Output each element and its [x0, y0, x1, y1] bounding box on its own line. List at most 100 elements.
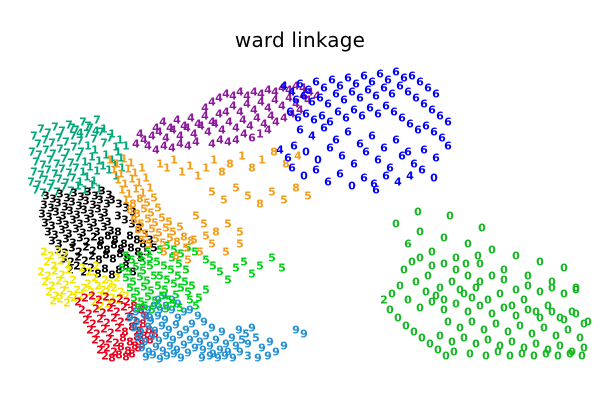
scatter-point: 6: [284, 151, 292, 165]
scatter-point: 5: [220, 193, 228, 207]
scatter-point: 4: [294, 149, 302, 163]
scatter-point: 1: [112, 169, 120, 183]
scatter-point: 5: [182, 241, 190, 255]
scatter-point: 9: [244, 337, 252, 351]
scatter-point: 5: [154, 279, 162, 293]
scatter-point: 9: [137, 325, 145, 339]
scatter-point: 3: [75, 199, 83, 213]
scatter-point: 6: [384, 73, 392, 87]
scatter-point: 2: [84, 277, 92, 291]
scatter-point: 2: [65, 263, 73, 277]
scatter-point: 2: [78, 303, 86, 317]
scatter-point: 5: [202, 253, 210, 267]
scatter-point: 7: [79, 115, 87, 129]
scatter-point: 7: [30, 129, 38, 143]
scatter-point: 0: [452, 251, 460, 265]
scatter-point: 6: [294, 111, 302, 125]
scatter-point: 9: [151, 324, 159, 338]
scatter-point: 9: [216, 343, 224, 357]
scatter-point: 9: [158, 319, 166, 333]
scatter-point: 1: [81, 183, 89, 197]
scatter-point: 3: [82, 194, 90, 208]
scatter-point: 2: [44, 269, 52, 283]
scatter-point: 3: [65, 227, 73, 241]
scatter-point: 1: [117, 151, 125, 165]
scatter-point: 9: [170, 347, 178, 361]
scatter-point: 2: [82, 240, 90, 254]
scatter-point: 3: [40, 198, 48, 212]
scatter-point: 6: [368, 129, 376, 143]
scatter-point: 5: [144, 212, 152, 226]
scatter-point: 0: [436, 329, 444, 343]
scatter-point: 2: [70, 291, 78, 305]
scatter-point: 8: [135, 324, 143, 338]
scatter-point: 6: [328, 73, 336, 87]
scatter-point: 7: [53, 157, 61, 171]
scatter-point: 5: [132, 260, 140, 274]
scatter-point: 7: [34, 178, 42, 192]
scatter-point: 1: [95, 182, 103, 196]
scatter-point: 2: [100, 322, 108, 336]
scatter-point: 2: [127, 304, 135, 318]
scatter-point: 5: [190, 233, 198, 247]
scatter-point: 5: [256, 259, 264, 273]
scatter-point: 2: [87, 285, 95, 299]
scatter-point: 2: [120, 300, 128, 314]
scatter-point: 3: [62, 232, 70, 246]
scatter-point: 5: [166, 231, 174, 245]
scatter-point: 3: [122, 201, 130, 215]
scatter-point: 6: [444, 139, 452, 153]
scatter-point: 8: [173, 235, 181, 249]
scatter-point: 6: [428, 103, 436, 117]
scatter-point: 1: [95, 154, 103, 168]
scatter-point: 4: [288, 85, 296, 99]
scatter-point: 4: [173, 113, 181, 127]
scatter-point: 2: [85, 307, 93, 321]
scatter-point: 3: [61, 200, 69, 214]
scatter-point: 3: [129, 205, 137, 219]
scatter-point: 5: [156, 269, 164, 283]
scatter-point: 4: [194, 117, 202, 131]
scatter-point: 4: [257, 87, 265, 101]
scatter-point: 9: [186, 333, 194, 347]
scatter-point: 0: [426, 337, 434, 351]
scatter-point: 7: [86, 121, 94, 135]
scatter-point: 3: [69, 213, 77, 227]
scatter-point: 0: [442, 349, 450, 363]
scatter-point: 6: [398, 111, 406, 125]
scatter-point: 0: [348, 179, 356, 193]
scatter-point: 5: [216, 265, 224, 279]
scatter-point: 5: [148, 303, 156, 317]
scatter-point: 0: [428, 245, 436, 259]
scatter-point: 6: [344, 71, 352, 85]
scatter-point: 0: [532, 305, 540, 319]
scatter-point: 1: [84, 139, 92, 153]
scatter-point: 0: [440, 293, 448, 307]
scatter-point: 4: [243, 89, 251, 103]
scatter-point: 9: [161, 313, 169, 327]
scatter-point: 3: [76, 231, 84, 245]
scatter-point: 3: [108, 193, 116, 207]
scatter-point: 1: [138, 161, 146, 175]
scatter-point: 0: [524, 269, 532, 283]
scatter-point: 4: [216, 133, 224, 147]
scatter-point: 7: [84, 119, 92, 133]
scatter-point: 5: [242, 327, 250, 341]
scatter-point: 3: [54, 243, 62, 257]
scatter-point: 1: [258, 153, 266, 167]
scatter-point: 6: [388, 87, 396, 101]
scatter-point: 8: [111, 233, 119, 247]
scatter-point: 6: [404, 145, 412, 159]
scatter-point: 6: [432, 87, 440, 101]
scatter-point: 5: [137, 217, 145, 231]
scatter-point: 9: [206, 339, 214, 353]
scatter-point: 3: [70, 186, 78, 200]
scatter-point: 4: [313, 89, 321, 103]
scatter-point: 0: [452, 297, 460, 311]
scatter-point: 2: [115, 293, 123, 307]
scatter-point: 2: [110, 345, 118, 359]
scatter-point: 6: [414, 123, 422, 137]
scatter-point: 6: [326, 141, 334, 155]
scatter-point: 3: [146, 233, 154, 247]
scatter-point: 2: [103, 316, 111, 330]
